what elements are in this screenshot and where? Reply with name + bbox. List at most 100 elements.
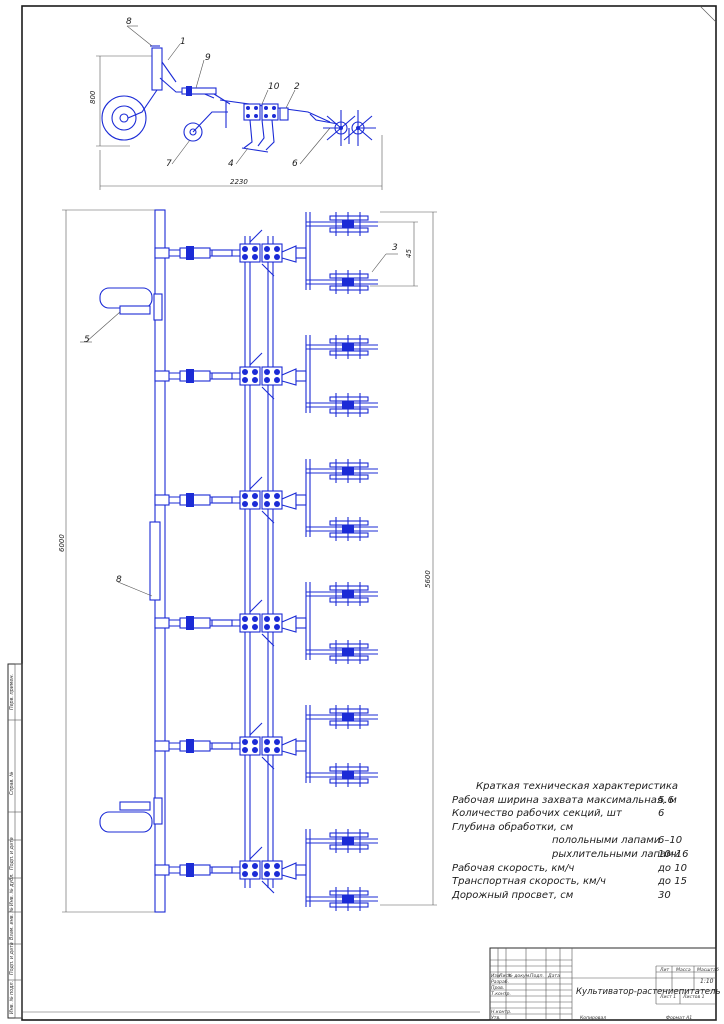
parallelogram-link [179,864,211,876]
mount-block [261,366,283,386]
spec-key: Транспортная скорость, км/ч [452,876,606,888]
scale-value: 1:10 [700,978,714,985]
label-8-side: 8 [126,17,132,27]
tine-hub [342,467,354,475]
label-9: 9 [205,53,211,63]
link-rod [211,742,233,750]
link-block [186,246,194,260]
col-letter: Лит [659,967,669,973]
tine-hub [342,837,354,845]
rev-col: № докум. [507,973,531,979]
dim-height: 800 [89,90,97,104]
bolt [242,493,248,499]
label-4: 4 [228,159,234,169]
brace [249,352,263,366]
label-8-plan: 8 [116,575,122,585]
link-block [186,369,194,383]
bolt [242,747,248,753]
bolt [264,747,270,753]
bolt [264,624,270,630]
bracket-plate [281,492,297,510]
bolt [274,747,280,753]
brace [249,476,263,490]
bolt [264,377,270,383]
brace [249,846,263,860]
tine-hub [342,771,354,779]
bolt [252,246,258,252]
side-stamp-label: Подп. и дата [9,942,15,975]
mount-block [261,613,283,633]
mount-block [239,366,261,386]
dim-working-width: 5600 [424,570,432,588]
mount-block [239,490,261,510]
tool-holder [295,617,307,629]
bolt [264,863,270,869]
bolt [242,616,248,622]
sheet-frame [21,5,717,1021]
label-3: 3 [392,243,398,253]
bolt [242,624,248,630]
brace [261,880,275,894]
bolt [274,624,280,630]
side-stamp-label: Инв. № дубл. [9,873,15,906]
mount-block [261,736,283,756]
spec-value: 6–10 [658,835,683,847]
side-stamp-label: Подп. и дата [9,837,15,870]
beam-clamp [154,370,170,382]
mount-block [239,243,261,263]
link-rod [211,372,233,380]
mount-block [261,860,283,880]
spec-key: Рабочая ширина захвата максимальная, м [452,794,677,806]
brace [249,229,263,243]
bolt [264,246,270,252]
tine-hub [342,220,354,228]
bolt [242,246,248,252]
bolt [242,377,248,383]
bolt [252,493,258,499]
label-2: 2 [294,82,300,92]
sheets-total: Листов 1 [682,994,705,1000]
bolt [264,254,270,260]
plan-view: 6000 5600 45 8 5 [58,209,437,913]
parallelogram-link [179,617,211,629]
link-rod [211,866,233,874]
bracket-plate [281,368,297,386]
bracket-plate [281,862,297,880]
tine-hub [342,895,354,903]
bolt [242,254,248,260]
side-stamp-label: Перв. примен. [9,674,15,710]
link-rod [211,249,233,257]
label-7: 7 [166,159,172,169]
tine-hub [342,590,354,598]
spec-key: Рабочая скорость, км/ч [452,862,575,874]
bracket-plate [281,738,297,756]
bolt [264,871,270,877]
frame-corner-mark [699,5,717,23]
bolt [242,501,248,507]
bracket-plate [281,615,297,633]
parallelogram-link [179,247,211,259]
link-block [186,493,194,507]
tine-hub [342,648,354,656]
bolt [274,871,280,877]
bolt [264,493,270,499]
tool-holder [295,370,307,382]
beam-clamp [154,494,170,506]
mount-block [261,490,283,510]
bolt [252,369,258,375]
role-row: Т.контр. [491,991,511,997]
mount-block [239,860,261,880]
bolt [274,369,280,375]
bolt [274,254,280,260]
spec-key: рыхлительными лапами [552,848,681,860]
bolt [252,739,258,745]
mount-block [239,736,261,756]
bolt [274,246,280,252]
tool-holder [295,740,307,752]
